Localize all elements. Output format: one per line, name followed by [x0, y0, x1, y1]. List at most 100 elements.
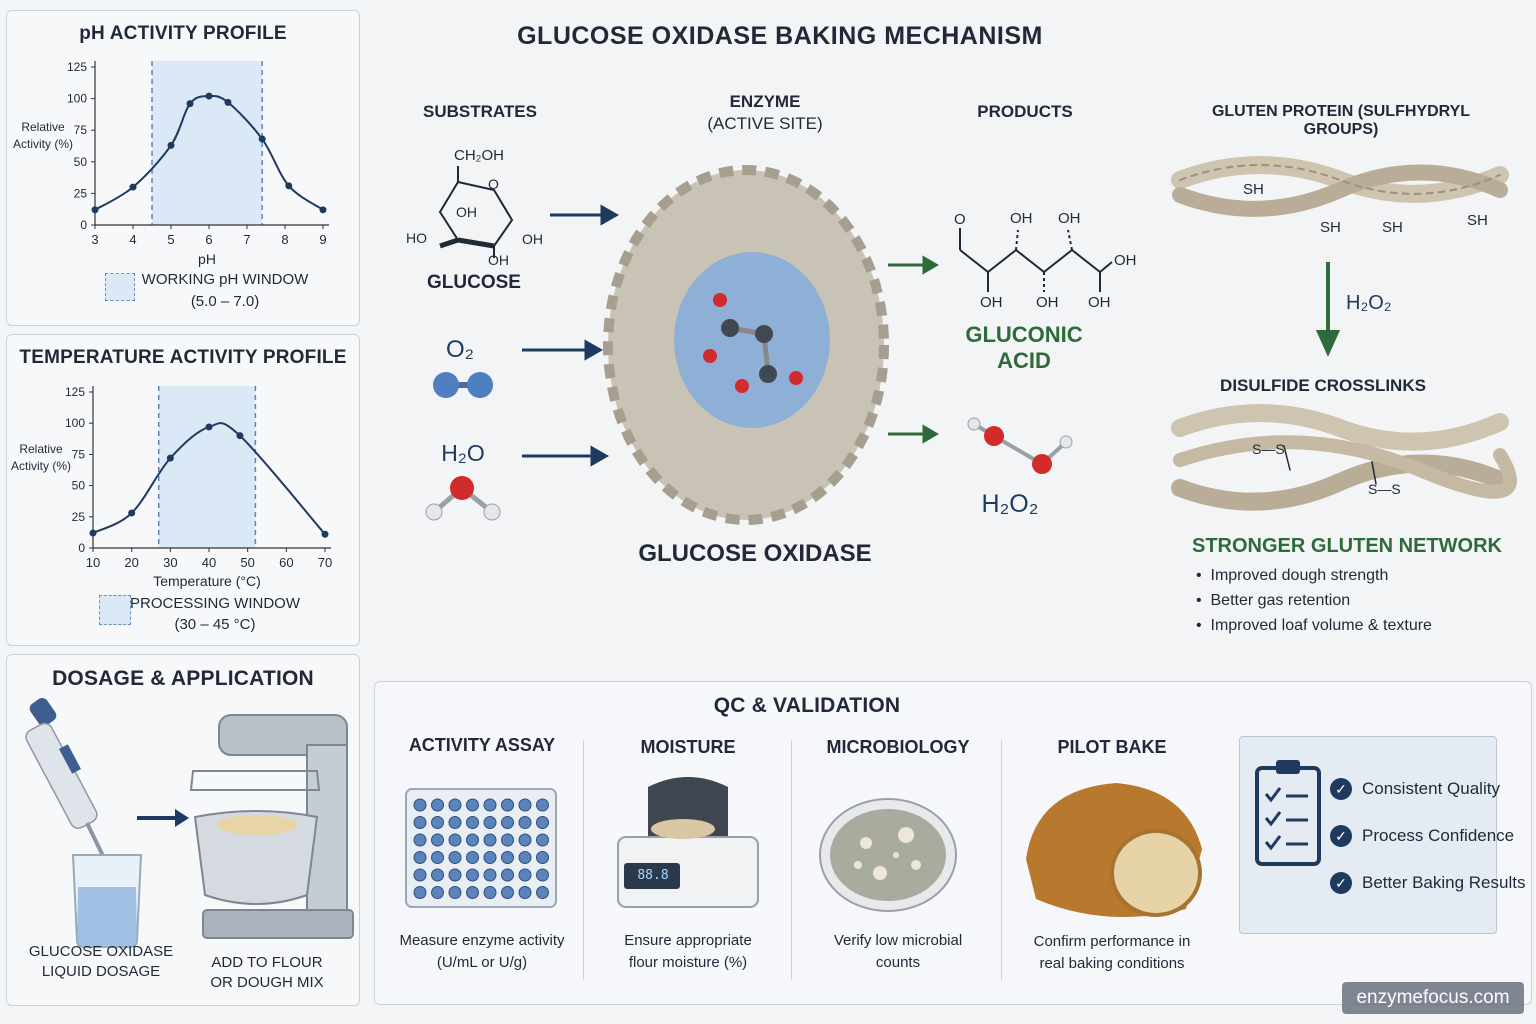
microplate-well [448, 798, 462, 812]
ph-x-tick-label: 9 [319, 232, 326, 247]
microplate-well [431, 816, 444, 829]
glucose-oh-bottom-label: OH [488, 252, 509, 268]
temp-legend-range: (30 – 45 °C) [174, 616, 256, 633]
check-icon: ✓ [1330, 872, 1352, 894]
liquid-dosage-label-2: LIQUID DOSAGE [41, 963, 161, 980]
gluconic-oh-3: OH [1114, 252, 1137, 269]
gluten-heading: GLUTEN PROTEIN (SULFHYDRYL GROUPS) [1211, 103, 1471, 138]
sh-label-4: SH [1467, 212, 1488, 229]
microplate-well [483, 851, 497, 864]
hydrogen-peroxide-label: H₂O₂ [981, 490, 1039, 518]
microplate-icon [405, 788, 557, 908]
microplate-well [448, 851, 462, 864]
microplate-well [466, 816, 479, 829]
qc-moisture-desc-1: Ensure appropriate [624, 932, 752, 949]
microplate-well [466, 798, 479, 812]
liquid-dosage-label-1: GLUCOSE OXIDASE [28, 943, 174, 960]
gluconic-oh-4: OH [980, 294, 1003, 311]
temp-y-tick-label: 125 [65, 385, 85, 399]
add-arrow-icon [137, 809, 189, 827]
temp-y-tick-label: 25 [72, 510, 86, 524]
temp-y-tick-label: 50 [72, 479, 86, 493]
check-icon: ✓ [1330, 778, 1352, 800]
temp-data-point [166, 454, 174, 462]
temp-legend-label: PROCESSING WINDOW [129, 595, 300, 612]
qc-pilot-bake-heading: PILOT BAKE [1057, 737, 1167, 757]
bread-loaf-icon [1026, 783, 1202, 917]
ph-data-point [319, 206, 327, 214]
page-title: GLUCOSE OXIDASE BAKING MECHANISM [517, 22, 1043, 50]
temp-x-axis-label: Temperature (°C) [153, 573, 261, 589]
ph-x-tick-label: 6 [205, 232, 212, 247]
qc-pilot-bake-desc-1: Confirm performance in [1033, 933, 1191, 950]
checklist-item: ✓Consistent Quality [1330, 778, 1500, 800]
ph-legend-label: WORKING pH WINDOW [141, 271, 309, 288]
qc-microbiology-heading: MICROBIOLOGY [826, 737, 970, 757]
microplate-well [466, 833, 479, 847]
temp-data-point [128, 509, 136, 517]
ph-data-point [258, 135, 266, 143]
microplate-well [413, 816, 427, 829]
oxygen-molecule-icon [433, 372, 493, 398]
temp-panel-title: TEMPERATURE ACTIVITY PROFILE [19, 347, 347, 368]
water-molecule-icon [425, 476, 501, 521]
temp-x-tick-label: 50 [240, 555, 254, 570]
pipette-icon [25, 697, 110, 870]
ph-y-tick-label: 25 [74, 186, 88, 200]
microplate-well [483, 868, 497, 882]
qc-microbiology-desc-2: counts [875, 954, 921, 971]
glucose-oh-right-label: OH [522, 231, 543, 247]
hydrogen-peroxide-molecule-icon [967, 417, 1073, 474]
glucose-oh-inner-label: OH [456, 204, 477, 220]
analyzer-display-readout: 88.8 [637, 868, 669, 883]
microplate-well [448, 868, 462, 882]
glucose-ho-label: HO [406, 230, 427, 246]
temp-x-tick-label: 20 [124, 555, 138, 570]
ph-data-point [91, 206, 99, 214]
ph-x-tick-label: 5 [167, 232, 174, 247]
microplate-well [518, 816, 532, 829]
microplate-well [466, 851, 479, 864]
oxidation-arrow-label: H₂O₂ [1346, 292, 1392, 314]
temp-y-tick-label: 100 [65, 416, 85, 430]
qc-activity-assay: ACTIVITY ASSAY Measure enzyme activity(U… [384, 735, 580, 985]
temp-y-axis-label: Relative Activity (%) [11, 442, 71, 473]
microplate-well [413, 798, 427, 812]
ph-data-point [167, 141, 175, 149]
crosslinked-gluten-icon [1171, 404, 1517, 511]
ph-data-point [285, 182, 293, 190]
ph-y-tick-label: 50 [74, 155, 88, 169]
qc-divider [1001, 740, 1002, 980]
microplate-well [431, 798, 444, 812]
mix-label-2: OR DOUGH MIX [210, 974, 324, 991]
microplate-well [536, 886, 549, 899]
qc-divider [791, 740, 792, 980]
dosage-panel-title: DOSAGE & APPLICATION [52, 667, 314, 690]
temp-x-tick-label: 30 [163, 555, 177, 570]
beaker-icon [71, 854, 143, 948]
ph-y-axis-label: Relative Activity (%) [13, 120, 73, 151]
gluconic-oh-2: OH [1058, 210, 1081, 227]
ph-y-tick-label: 75 [74, 123, 88, 137]
microplate-well [413, 868, 427, 882]
microplate-well [413, 833, 427, 847]
temp-window-band [158, 386, 256, 548]
checklist-item: ✓Process Confidence [1330, 825, 1514, 847]
qc-activity-assay-heading: ACTIVITY ASSAY [408, 735, 556, 755]
gluconic-oh-1: OH [1010, 210, 1033, 227]
microplate-well [431, 886, 444, 899]
gluconic-o-label: O [954, 211, 966, 228]
glucose-label: GLUCOSE [427, 272, 521, 293]
microplate-well [483, 833, 497, 847]
gluconic-acid-label-1: GLUCONIC [965, 322, 1083, 347]
product-arrows [888, 255, 939, 444]
microplate-well [501, 886, 514, 899]
ph-x-axis-label: pH [198, 251, 216, 267]
qc-pilot-bake-desc-2: real baking conditions [1039, 955, 1185, 972]
gluconic-acid-structure-icon [959, 228, 1113, 292]
gluten-benefit-item: • Better gas retention [1196, 592, 1351, 609]
substrates-heading: SUBSTRATES [423, 102, 537, 121]
ph-x-tick-label: 4 [129, 232, 136, 247]
disulfide-heading: DISULFIDE CROSSLINKS [1220, 376, 1426, 395]
